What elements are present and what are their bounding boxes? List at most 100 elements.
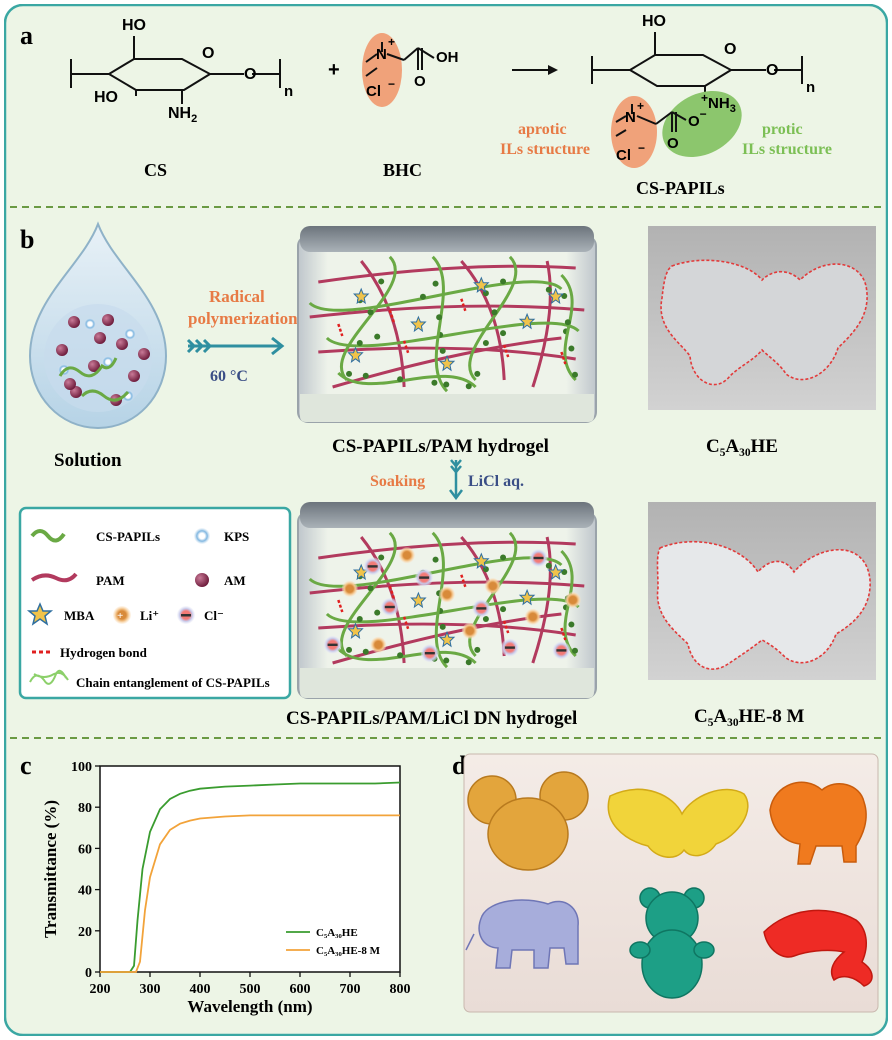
photo-colored-hydrogels	[463, 753, 879, 1013]
product-atom-cl: Cl	[616, 147, 631, 164]
chain-node	[491, 309, 498, 316]
panel-label-d: d	[452, 751, 467, 780]
x-tick-label: 400	[190, 982, 211, 997]
polymerization-arrow	[186, 336, 285, 356]
legend-cs-papils: CS-PAPILs	[96, 529, 160, 544]
hydrogen-bond	[460, 574, 467, 588]
bhc-label: BHC	[383, 160, 422, 180]
chain-node	[564, 319, 571, 326]
chain-node	[436, 314, 443, 321]
legend-mba-swatch	[26, 602, 54, 626]
product-subscript-n: n	[806, 79, 815, 96]
mba-crosslinker	[438, 354, 456, 372]
cs-papils-chain	[325, 597, 580, 624]
y-tick-label: 40	[78, 884, 92, 899]
pam-chain	[531, 260, 552, 388]
x-tick-label: 500	[240, 982, 261, 997]
legend-pam-swatch	[30, 572, 78, 583]
droplet-kps-particle	[124, 328, 136, 340]
mba-crosslinker	[352, 287, 370, 305]
hydrogen-bond	[402, 616, 410, 630]
legend-li-swatch	[113, 606, 131, 624]
chain-node	[397, 652, 404, 659]
cl-ion-minus	[476, 607, 487, 610]
product-charge-plus: +	[637, 99, 644, 113]
legend-cl: Cl⁻	[204, 608, 224, 623]
chain-node	[367, 585, 374, 592]
product-atom-o-ring: O	[724, 41, 736, 58]
cs-papils-chain	[337, 647, 477, 665]
cl-ion-minus	[384, 605, 395, 609]
product-atom-o: O	[667, 135, 679, 152]
hydrogen-bond	[337, 323, 344, 337]
y-tick-label: 60	[78, 842, 92, 857]
product-atom-o-link: O	[766, 62, 778, 79]
series-line	[100, 814, 400, 973]
chain-node	[397, 376, 404, 383]
mba-crosslinker	[410, 591, 427, 609]
shape-lion	[769, 781, 867, 865]
panel-label-a: a	[20, 21, 33, 50]
legend-am-swatch	[195, 573, 209, 587]
y-tick-label: 20	[78, 925, 92, 940]
mba-crosslinker	[547, 563, 564, 581]
chain-node	[443, 657, 450, 664]
cs-papils-chain	[468, 531, 518, 658]
product-atom-n: N	[625, 109, 636, 126]
cs-label: CS	[144, 160, 167, 180]
mba-crosslinker	[518, 588, 536, 606]
cl-ion-minus	[419, 576, 430, 579]
bhc-ammonium-highlight	[362, 33, 402, 107]
bhc-atom-cl: Cl	[366, 83, 381, 100]
droplet-am-particle	[138, 348, 150, 360]
aprotic-label-line2: ILs structure	[500, 141, 590, 158]
legend-label: C₅A₃₀HE-8 M	[316, 945, 381, 957]
mba-crosslinker	[347, 346, 364, 363]
cs-papils-chain	[431, 255, 449, 393]
y-axis-label: Transmittance (%)	[41, 800, 60, 938]
hydrogen-bond	[560, 351, 567, 365]
droplet-kps-particle	[84, 318, 96, 330]
product-atom-ho: HO	[642, 13, 666, 30]
x-tick-label: 200	[90, 982, 111, 997]
legend-kps: KPS	[224, 529, 249, 544]
droplet-am-particle	[68, 316, 80, 328]
hydrogen-bond	[388, 309, 395, 323]
cl-ion-minus	[556, 649, 567, 652]
panel-label-b: b	[20, 225, 34, 254]
chain-node	[465, 659, 472, 666]
li-ion	[439, 586, 455, 603]
mba-crosslinker	[347, 622, 364, 639]
legend-kps-swatch	[194, 528, 210, 544]
solution-label: Solution	[54, 450, 122, 471]
protic-highlight	[662, 90, 742, 158]
droplet-am-particle	[64, 378, 76, 390]
legend-label: C₅A₃₀HE	[316, 927, 358, 939]
product-atom-nh3: +NH3	[701, 91, 736, 115]
cs-papils-chain	[560, 273, 577, 382]
bhc-charge-minus: −	[388, 77, 395, 91]
mba-crosslinker	[410, 315, 427, 333]
shape-mickey	[467, 771, 589, 871]
figure: a HO O O HO NH2 n CS + N + Cl − OH O BHC	[4, 4, 888, 1036]
chain-node	[346, 646, 353, 653]
li-ion	[564, 592, 581, 608]
cs-papils-chain	[431, 531, 449, 669]
hydrogen-bond	[337, 599, 344, 613]
hydrogel-label-1: CS-PAPILs/PAM hydrogel	[332, 436, 549, 457]
chain-node	[474, 646, 481, 653]
photo-label-1: C₅A₃₀HE	[706, 436, 778, 457]
protic-label-line1: protic	[762, 121, 803, 138]
product-atom-o-minus: O−	[688, 107, 707, 130]
chain-node	[367, 309, 374, 316]
cs-atom-ho-left: HO	[94, 89, 118, 106]
panel-label-c: c	[20, 751, 32, 780]
photo-c5a30he-8m	[648, 502, 876, 680]
shape-dolphin	[763, 909, 873, 987]
droplet-kps-particle	[122, 390, 134, 402]
chain-node	[356, 616, 363, 623]
cs-papils-chain	[325, 321, 580, 348]
chain-node	[571, 371, 578, 378]
pam-chain	[309, 304, 585, 319]
